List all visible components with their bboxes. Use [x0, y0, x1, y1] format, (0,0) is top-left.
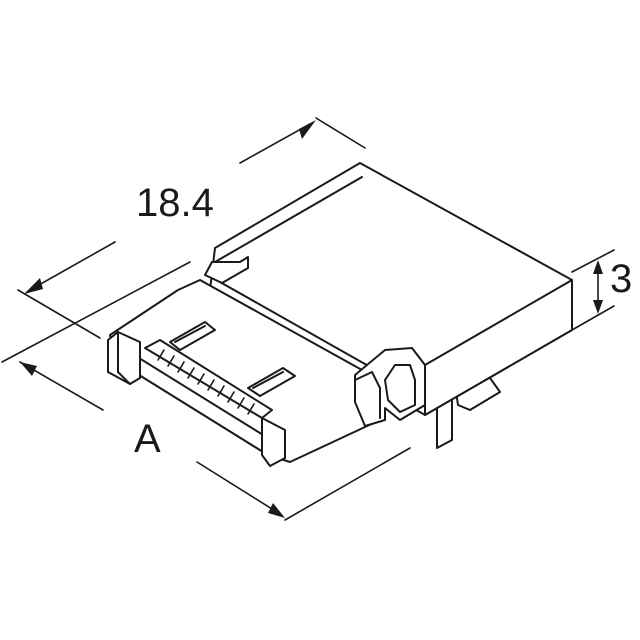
extension-line-right [315, 117, 366, 149]
extension-line-left [17, 289, 101, 339]
extension-line-bottom [571, 305, 615, 331]
extension-line-top [571, 249, 615, 273]
arrowhead-height-top [593, 260, 603, 274]
dimension-line-left-segment [29, 241, 116, 291]
dimension-a: A [1, 261, 411, 521]
right-latch [261, 417, 286, 467]
flange-line-2 [219, 281, 373, 369]
pin-row [157, 349, 255, 415]
width-label: A [134, 417, 161, 461]
side-clip-inner [384, 364, 416, 413]
slot-right [247, 367, 296, 397]
extension-line-a-left [1, 261, 191, 363]
dimension-line-a-right [196, 461, 281, 515]
left-latch-edge [117, 331, 131, 385]
slot-left [169, 321, 216, 351]
extension-line-a-right [284, 447, 411, 521]
arrowhead-right [299, 120, 316, 139]
dimension-18-4: 18.4 [17, 117, 366, 339]
side-clip [354, 347, 426, 427]
slot-right-inner [252, 371, 284, 389]
left-latch [107, 331, 141, 385]
dimension-3: 3 [571, 249, 632, 331]
dimension-line-right-segment [239, 123, 311, 164]
arrowhead-a-left [20, 362, 37, 376]
top-plate-inner-edge [214, 176, 363, 263]
arrowhead-left [24, 278, 43, 294]
slot-left-inner [174, 325, 206, 343]
arrowhead-height-bottom [593, 300, 603, 314]
arrowhead-a-right [268, 503, 285, 518]
side-clip-edge [354, 371, 381, 419]
length-label: 18.4 [136, 181, 214, 225]
connector-body [107, 162, 573, 467]
receptacle-opening [144, 339, 273, 419]
height-label: 3 [610, 257, 632, 301]
